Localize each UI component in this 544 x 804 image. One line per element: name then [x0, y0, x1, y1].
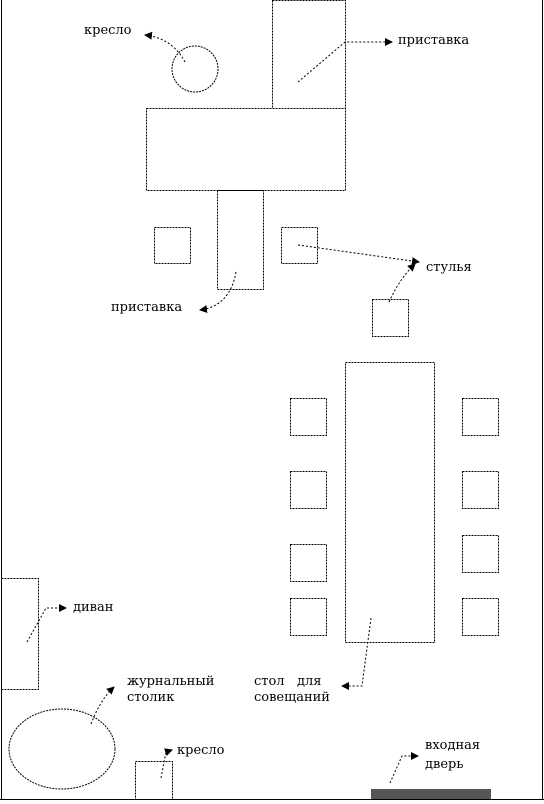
console-top-shape	[272, 0, 346, 109]
chair-shape	[281, 227, 318, 264]
label-meeting-table-1: стол для	[254, 674, 322, 689]
leader-console-top	[297, 38, 393, 83]
leader-sofa	[26, 604, 67, 643]
chair-shape	[372, 299, 409, 337]
door-shape	[371, 789, 491, 799]
chair-shape	[290, 598, 327, 636]
chair-shape	[290, 471, 327, 509]
label-coffee-table-2: столик	[127, 690, 175, 705]
label-sofa: диван	[73, 600, 114, 615]
leader-chairs-a	[297, 244, 420, 265]
sofa-shape	[1, 578, 39, 690]
leader-console-mid	[199, 271, 237, 314]
label-meeting-table-2: совещаний	[254, 690, 330, 705]
chair-shape	[462, 398, 499, 436]
label-chairs: стулья	[426, 260, 472, 275]
label-door-2: дверь	[425, 757, 464, 772]
label-coffee-table-1: журнальный	[127, 674, 215, 689]
chair-shape	[462, 535, 499, 573]
leader-chairs-b	[388, 263, 416, 303]
label-armchair-top: кресло	[84, 23, 132, 38]
leader-door	[389, 752, 419, 784]
leader-armchair-bottom	[160, 748, 173, 779]
armchair-top-shape	[171, 45, 219, 93]
leader-coffee-table	[90, 686, 115, 725]
coffee-table-shape	[8, 708, 116, 790]
desk-shape	[146, 108, 346, 191]
console-mid-shape	[217, 190, 264, 290]
armchair-bottom-shape	[135, 761, 173, 800]
leader-armchair-top	[144, 31, 186, 63]
leader-meeting-table	[341, 617, 372, 690]
chair-shape	[290, 544, 327, 582]
chair-shape	[154, 227, 191, 264]
label-armchair-bottom: кресло	[177, 743, 225, 758]
chair-shape	[462, 598, 499, 636]
meeting-table-shape	[345, 362, 435, 643]
label-console-top: приставка	[398, 33, 470, 48]
label-console-mid: приставка	[111, 300, 183, 315]
label-door-1: входная	[425, 738, 481, 753]
chair-shape	[462, 471, 499, 509]
chair-shape	[290, 398, 327, 436]
